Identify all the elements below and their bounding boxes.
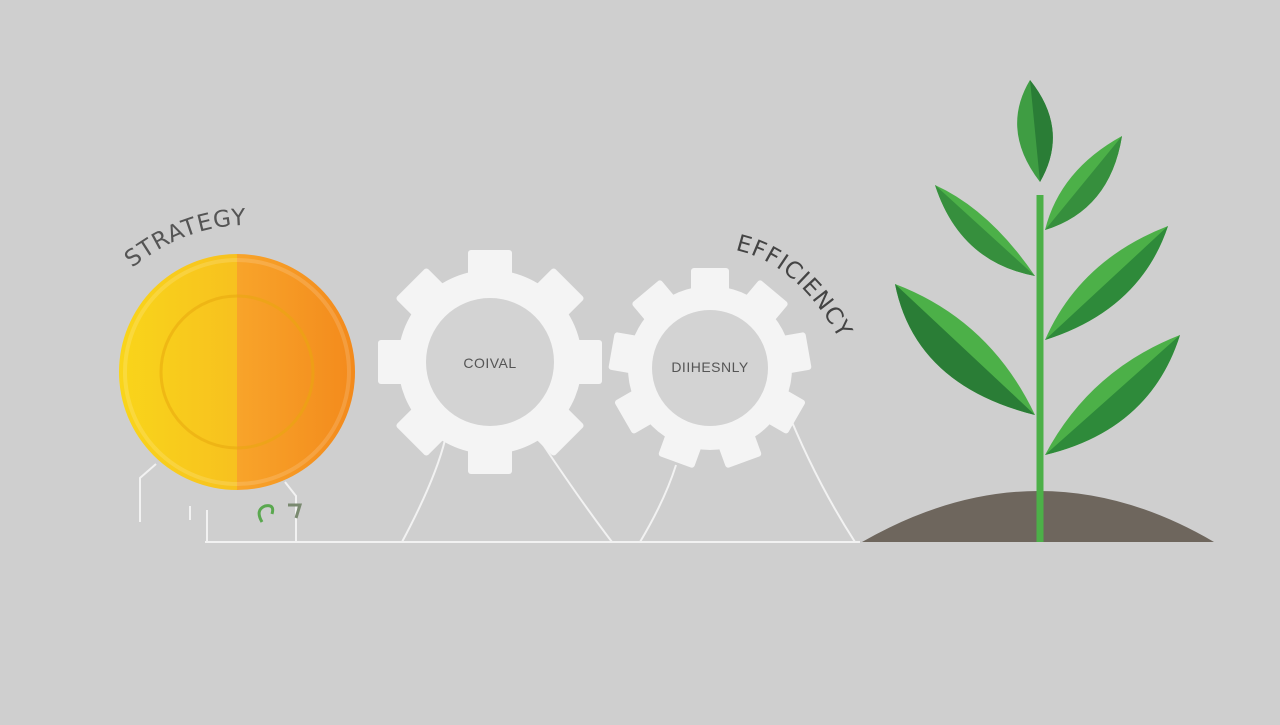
coin-icon (119, 254, 355, 490)
gear-left-label: COIVAL (463, 355, 516, 371)
connector-line (539, 439, 613, 543)
connector-line (784, 404, 856, 543)
connector-line (139, 463, 157, 522)
connector-line (639, 464, 677, 543)
connector-line (401, 439, 446, 543)
connector-lines (139, 404, 860, 543)
gear-icon (608, 268, 812, 468)
connector-line (284, 481, 297, 542)
gear-icon (378, 250, 602, 474)
plant-icon (895, 80, 1180, 542)
gear-right-label: DIIHESNLY (671, 359, 749, 375)
sprout-icon (257, 503, 303, 523)
